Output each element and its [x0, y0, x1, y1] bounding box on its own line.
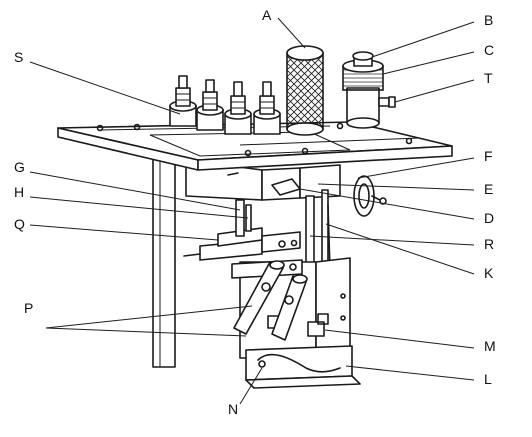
leader-R — [309, 235, 475, 246]
label-D: D — [484, 210, 494, 226]
label-G: G — [14, 159, 25, 175]
label-K: K — [484, 265, 494, 281]
label-T: T — [484, 70, 493, 86]
leader-P-lower — [45, 327, 247, 337]
label-H: H — [14, 184, 24, 200]
leader-D — [299, 188, 475, 220]
label-E: E — [484, 181, 493, 197]
leader-Q — [29, 224, 219, 241]
leader-K — [325, 223, 475, 275]
support-leg — [152, 156, 176, 368]
leader-N — [239, 367, 263, 405]
leader-P-upper — [45, 305, 253, 329]
label-C: C — [484, 42, 494, 58]
leader-B — [371, 21, 475, 58]
rail-q — [183, 227, 301, 261]
leader-S — [29, 61, 181, 115]
bottom-bracket — [245, 345, 361, 389]
leader-C — [382, 51, 475, 75]
lower-housing — [185, 159, 341, 201]
leader-F — [357, 157, 475, 179]
arm-left — [233, 260, 285, 335]
label-B: B — [484, 12, 493, 28]
label-M: M — [484, 338, 496, 354]
arm-right — [271, 274, 308, 341]
table-top — [57, 121, 453, 171]
leader-T — [394, 79, 475, 103]
cap-assembly — [342, 51, 396, 129]
leader-E — [317, 183, 475, 191]
terminal-posts — [169, 75, 281, 135]
leader-L — [345, 365, 475, 381]
label-S: S — [14, 49, 23, 65]
label-P: P — [24, 300, 33, 316]
leader-lines — [29, 17, 475, 405]
knurled-cylinder — [286, 45, 324, 136]
leader-G — [29, 171, 241, 211]
side-disc — [353, 175, 387, 217]
leader-A — [277, 17, 306, 49]
leader-M — [324, 329, 475, 349]
label-L: L — [484, 371, 492, 387]
label-F: F — [484, 148, 493, 164]
label-N: N — [228, 401, 238, 417]
labels: A B C T S F G E H D Q R K P M L N — [14, 7, 496, 417]
label-A: A — [262, 7, 272, 23]
leader-H — [29, 196, 249, 219]
label-R: R — [484, 236, 494, 252]
label-Q: Q — [14, 216, 25, 232]
